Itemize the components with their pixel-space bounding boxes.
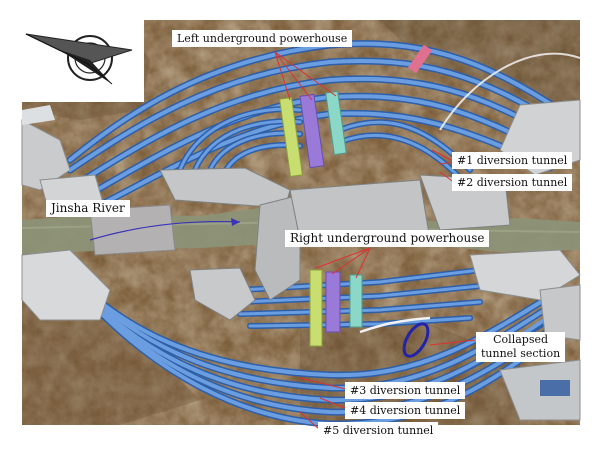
tunnel-5-label: #5 diversion tunnel: [318, 422, 439, 439]
intake-structure: [407, 44, 433, 74]
tunnel-2-label: #2 diversion tunnel: [452, 174, 573, 191]
leader-lines: [274, 51, 476, 431]
left-powerhouse-label: Left underground powerhouse: [172, 30, 353, 47]
collapsed-section-label: Collapsed tunnel section: [476, 332, 566, 362]
left-powerhouse-caverns: [279, 90, 347, 178]
collapsed-label-line2: tunnel section: [481, 347, 561, 360]
right-powerhouse-label: Right underground powerhouse: [285, 230, 490, 247]
river-label: Jinsha River: [46, 200, 130, 217]
right-powerhouse-caverns: [309, 269, 363, 347]
tunnel-4-label: #4 diversion tunnel: [345, 402, 466, 419]
tunnel-3-label: #3 diversion tunnel: [345, 382, 466, 399]
collapse-ring: [402, 322, 430, 358]
dam-structures: [21, 99, 581, 421]
river-flow-arrow: [89, 218, 241, 241]
collapsed-label-line1: Collapsed: [493, 333, 549, 346]
tunnel-1-label: #1 diversion tunnel: [452, 152, 573, 169]
north-arrow-icon: [22, 20, 144, 102]
